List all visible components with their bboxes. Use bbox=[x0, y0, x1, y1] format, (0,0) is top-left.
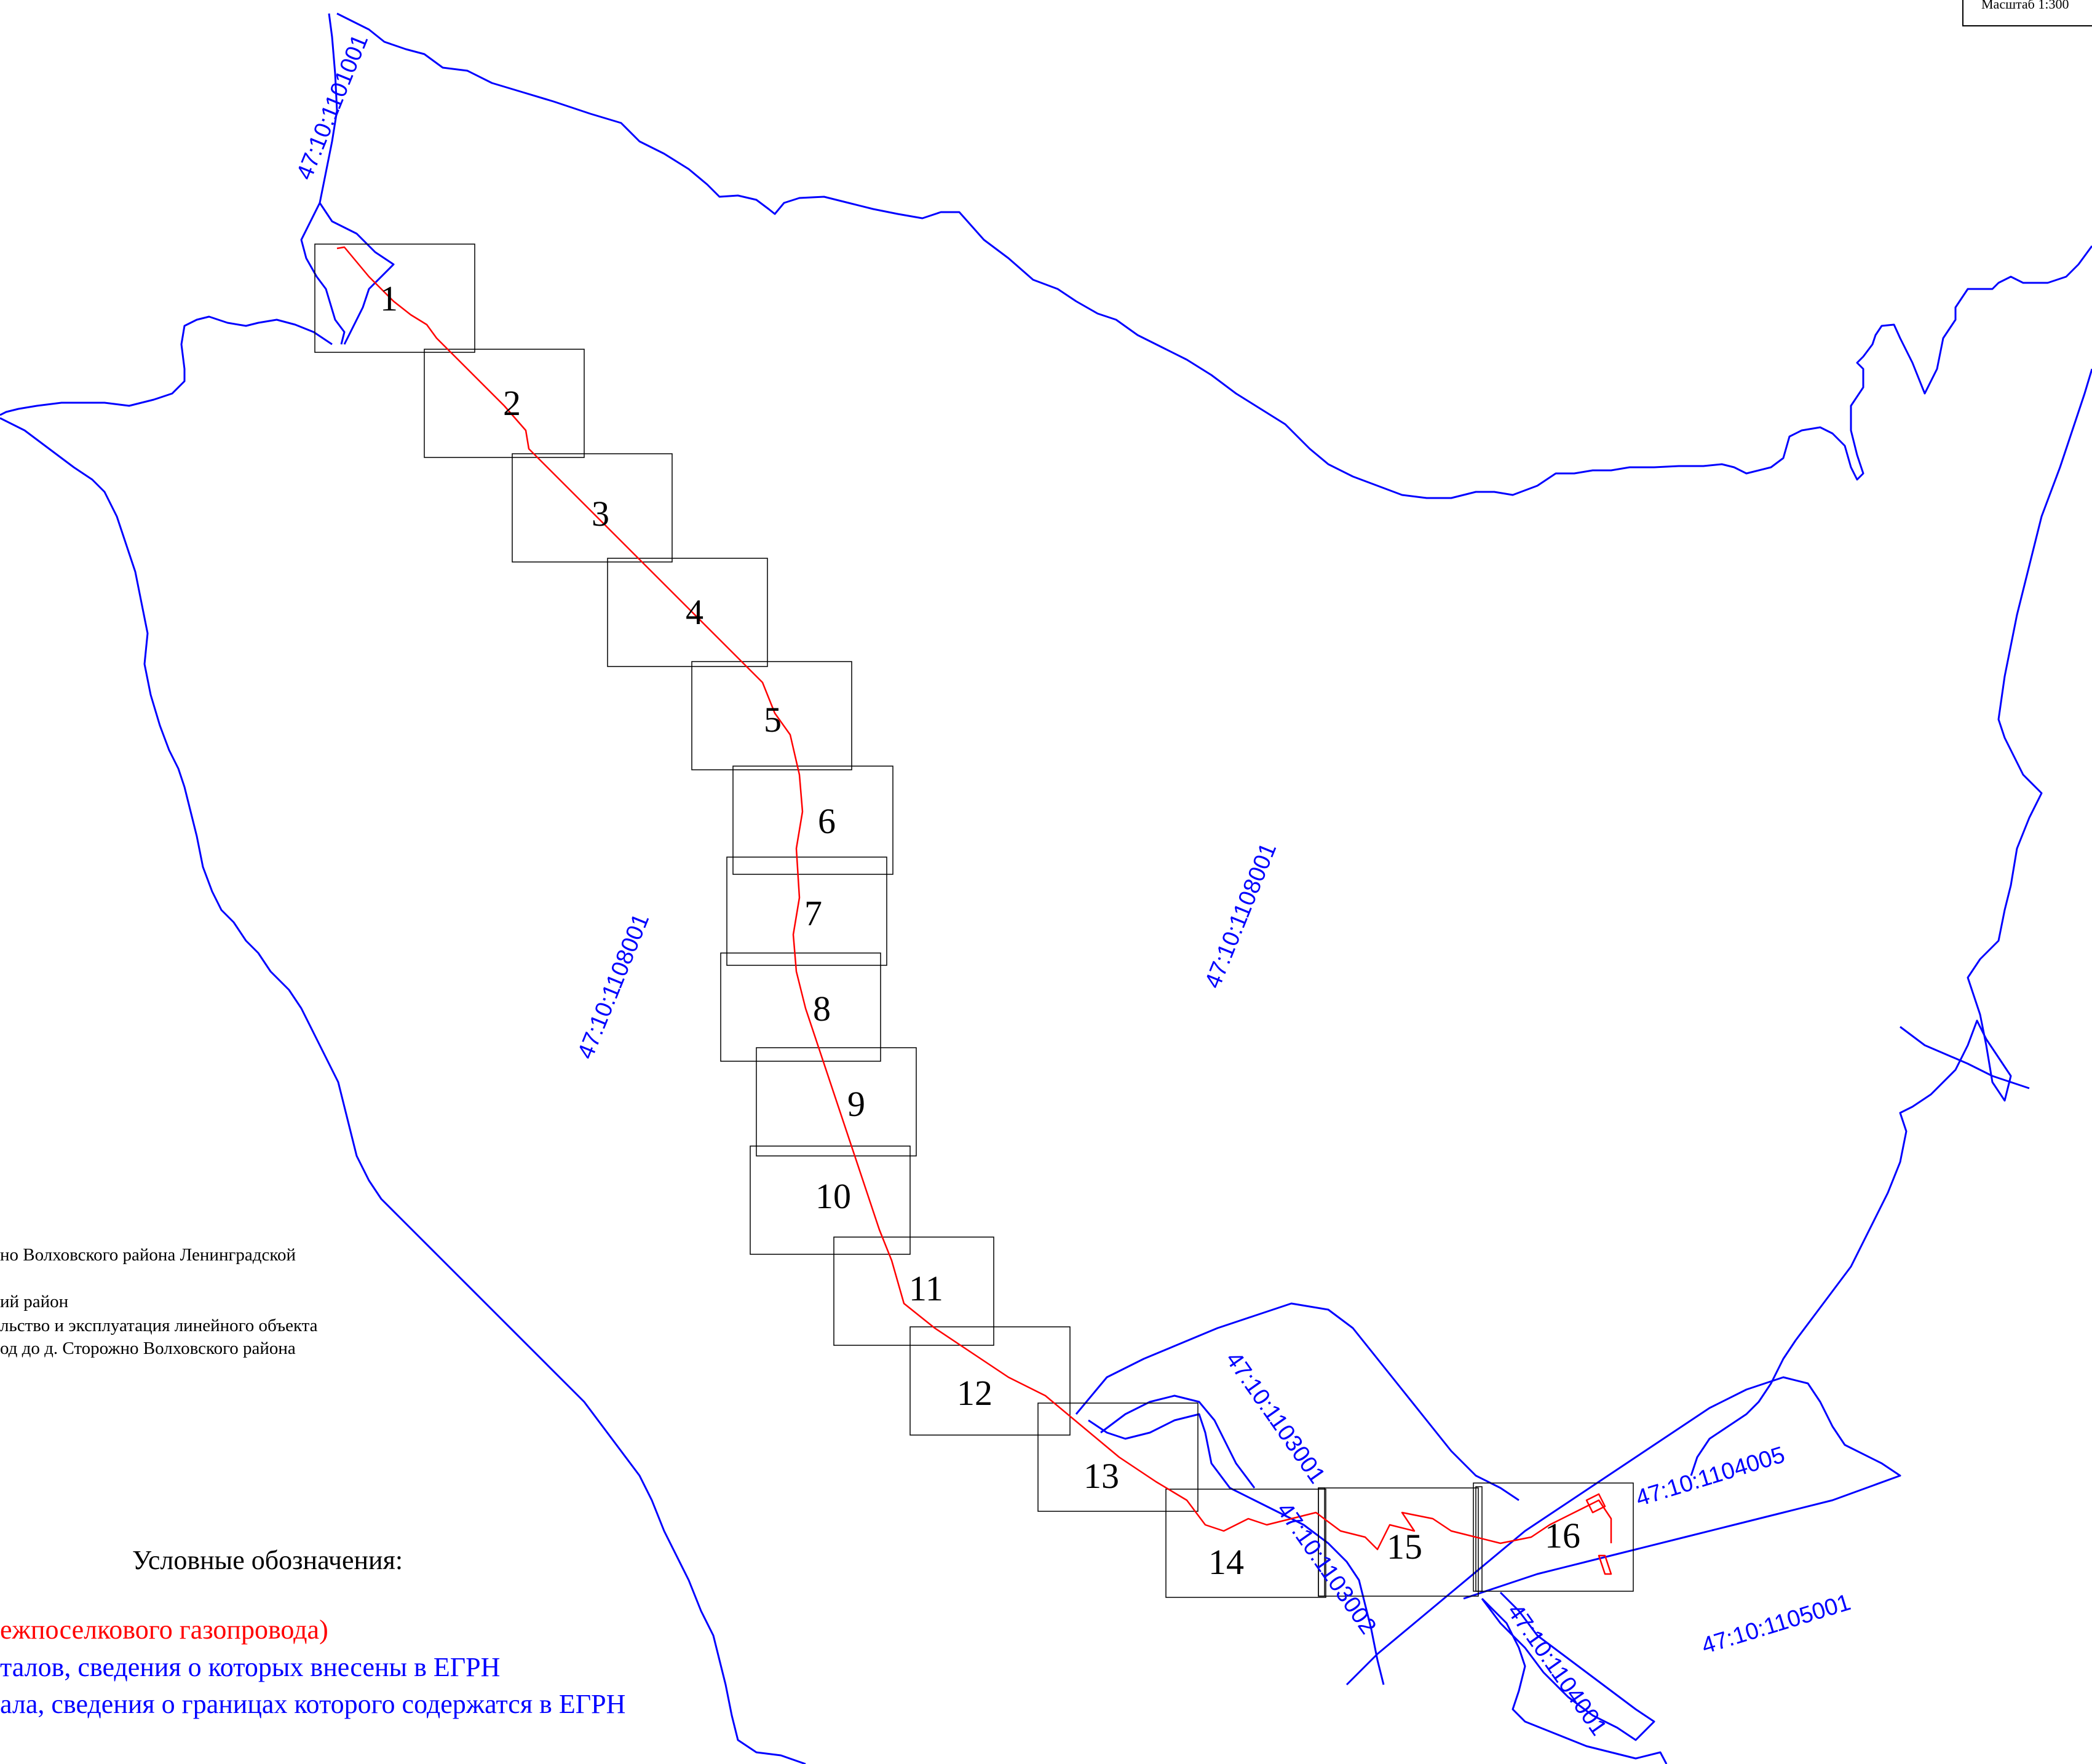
boundary-quarter-1103001 bbox=[1075, 1302, 1519, 1501]
pipeline-route bbox=[336, 246, 1612, 1575]
cadastral-boundaries bbox=[0, 12, 2092, 1764]
pipeline-branch bbox=[1585, 1493, 1606, 1514]
scale-box: Масштаб 1:300 bbox=[1962, 0, 2092, 26]
sheet-number-15: 15 bbox=[1387, 1527, 1422, 1567]
legend-item-quarter-boundary: ала, сведения о границах которого содерж… bbox=[0, 1689, 625, 1719]
sheet-number-8: 8 bbox=[813, 989, 831, 1029]
sheet-frame bbox=[512, 453, 673, 563]
sheet-frame bbox=[314, 243, 475, 353]
boundary-quarter-1108001 bbox=[336, 12, 2092, 499]
sheet-number-12: 12 bbox=[957, 1373, 993, 1413]
sheet-number-9: 9 bbox=[847, 1084, 865, 1124]
sheet-frame bbox=[720, 952, 881, 1062]
boundary-east-side bbox=[1690, 368, 2092, 1476]
cadastral-label: 47:10:1108001 bbox=[1200, 839, 1282, 992]
sheet-number-4: 4 bbox=[686, 592, 703, 632]
scale-label: Масштаб 1:300 bbox=[1981, 0, 2069, 12]
sheet-number-16: 16 bbox=[1545, 1516, 1580, 1556]
sheet-frame bbox=[833, 1236, 994, 1346]
sheet-frame bbox=[909, 1326, 1071, 1436]
sheet-numbers: 1 2 3 4 5 6 7 8 9 10 11 12 13 14 15 16 bbox=[380, 279, 1580, 1582]
note-line: льство и эксплуатация линейного объекта bbox=[0, 1316, 318, 1335]
legend: Условные обозначения: ежпоселкового газо… bbox=[0, 1545, 625, 1719]
boundary-quarter-1104001 bbox=[1481, 1591, 1655, 1741]
notes-block: но Волховского района Ленинградской ий р… bbox=[0, 1245, 318, 1358]
sheet-frame bbox=[750, 1145, 911, 1255]
note-line: од до д. Сторожно Волховского района bbox=[0, 1339, 296, 1358]
sheet-number-6: 6 bbox=[818, 801, 836, 841]
boundary-north-coast bbox=[300, 202, 346, 345]
sheet-number-2: 2 bbox=[503, 383, 521, 423]
sheet-frames bbox=[314, 243, 1634, 1598]
boundary-south-lower bbox=[1481, 1597, 1668, 1764]
sheet-frame bbox=[424, 349, 585, 458]
sheet-frame bbox=[726, 856, 887, 966]
pipeline-main bbox=[336, 246, 1612, 1551]
sheet-number-10: 10 bbox=[815, 1176, 851, 1216]
boundary-west-shore bbox=[0, 417, 806, 1764]
sheet-number-13: 13 bbox=[1084, 1456, 1119, 1496]
cadastral-label: 47:10:1103002 bbox=[1272, 1498, 1381, 1639]
boundary-east-inner bbox=[1900, 1026, 2030, 1090]
boundary-inner-1103 bbox=[1100, 1394, 1256, 1489]
pipeline-branch bbox=[1598, 1554, 1612, 1575]
sheet-number-1: 1 bbox=[380, 279, 398, 318]
cadastral-label: 47:10:1104005 bbox=[1633, 1442, 1788, 1511]
legend-item-quarters: талов, сведения о которых внесены в ЕГРН bbox=[0, 1652, 500, 1682]
legend-title: Условные обозначения: bbox=[132, 1545, 403, 1575]
cadastral-label: 47:10:1108001 bbox=[573, 910, 654, 1062]
sheet-frame bbox=[1318, 1487, 1325, 1597]
legend-item-pipeline: ежпоселкового газопровода) bbox=[0, 1615, 328, 1645]
cadastral-label: 47:10:1104001 bbox=[1502, 1599, 1612, 1741]
sheet-frame bbox=[691, 661, 852, 770]
sheet-frame bbox=[1037, 1402, 1199, 1512]
sheet-frame bbox=[607, 558, 768, 667]
note-line: ий район bbox=[0, 1292, 68, 1311]
sheet-number-3: 3 bbox=[592, 494, 609, 534]
boundary-quarter-1103002 bbox=[1088, 1413, 1385, 1685]
cadastral-labels: 47:10:1101001 47:10:1108001 47:10:110800… bbox=[291, 31, 1853, 1740]
sheet-frame bbox=[1165, 1489, 1326, 1598]
note-line: но Волховского района Ленинградской bbox=[0, 1245, 296, 1265]
boundary-quarter-1101001 bbox=[319, 13, 395, 345]
sheet-number-11: 11 bbox=[909, 1268, 943, 1308]
sheet-number-5: 5 bbox=[764, 700, 782, 740]
sheet-number-7: 7 bbox=[804, 893, 822, 933]
sheet-frame bbox=[732, 765, 893, 875]
boundary-west-coast bbox=[0, 315, 333, 416]
boundary-quarter-1104005 bbox=[1345, 1376, 1901, 1686]
sheet-frame bbox=[756, 1047, 917, 1157]
cadastral-label: 47:10:1103001 bbox=[1221, 1347, 1330, 1489]
cadastral-label: 47:10:1105001 bbox=[1698, 1589, 1853, 1659]
sheet-number-14: 14 bbox=[1208, 1542, 1244, 1582]
